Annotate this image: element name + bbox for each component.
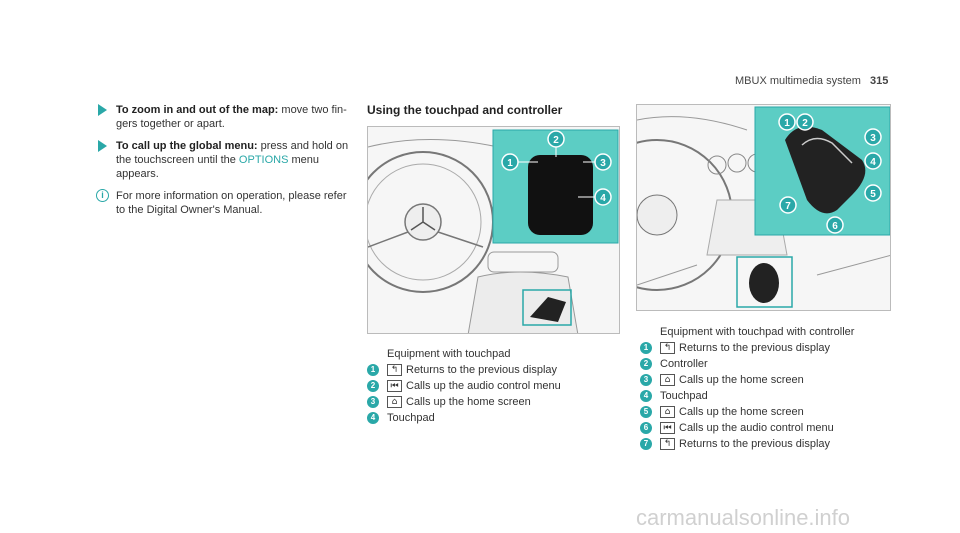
- legend-touchpad: Equipment with touchpad 1 ↰ Returns to the…: [367, 346, 561, 426]
- callout-2: 2: [553, 135, 559, 146]
- home-icon: ⌂: [660, 374, 675, 386]
- legend-item: 1 ↰ Returns to the previous display: [367, 362, 561, 378]
- legend-caption: Equipment with touchpad with controller: [660, 326, 855, 338]
- callout-7: 7: [785, 201, 791, 212]
- callout-2: 2: [802, 118, 808, 129]
- callout-6: 6: [832, 221, 838, 232]
- section-heading: Using the touchpad and controller: [367, 103, 563, 117]
- legend-number: 4: [640, 390, 652, 402]
- step-text: move two fin- gers together or apart.: [116, 104, 347, 130]
- step-title: To zoom in and out of the map:: [116, 104, 279, 116]
- arrow-icon: [98, 140, 107, 152]
- legend-text: Controller: [660, 358, 708, 370]
- callout-3: 3: [870, 133, 876, 144]
- legend-item: 3 ⌂ Calls up the home screen: [640, 372, 854, 388]
- legend-item: 6 ⏮ Calls up the audio control menu: [640, 420, 854, 436]
- back-arrow-icon: ↰: [660, 342, 675, 354]
- legend-text: Returns to the previous display: [679, 438, 831, 450]
- page-header: MBUX multimedia system 315: [735, 75, 888, 87]
- arrow-icon: [98, 104, 107, 116]
- legend-item: 5 ⌂ Calls up the home screen: [640, 404, 854, 420]
- skip-back-icon: ⏮: [387, 380, 402, 392]
- info-icon: i: [96, 189, 109, 202]
- callout-1: 1: [507, 158, 513, 169]
- step-text: press and hold on the touchscreen until …: [116, 140, 349, 166]
- options-menu-label: OPTIONS: [238, 154, 289, 166]
- callout-3: 3: [600, 158, 606, 169]
- legend-text: Calls up the home screen: [679, 374, 804, 386]
- legend-number: 1: [367, 364, 379, 376]
- legend-number: 6: [640, 422, 652, 434]
- legend-text: Calls up the audio control menu: [406, 380, 561, 392]
- legend-number: 5: [640, 406, 652, 418]
- legend-number: 2: [367, 380, 379, 392]
- figure-touchpad-controller: 1 2 3 4 5 6 7: [636, 104, 891, 311]
- page-number: 315: [869, 75, 889, 87]
- instructions-column: To zoom in and out of the map: move two …: [96, 103, 356, 217]
- info-text: For more information on operation, pleas…: [116, 190, 347, 216]
- step-text: menu appears.: [116, 154, 320, 180]
- legend-text: Returns to the previous display: [679, 342, 831, 354]
- step-zoom: To zoom in and out of the map: move two …: [96, 103, 356, 131]
- legend-item: 3 ⌂ Calls up the home screen: [367, 394, 561, 410]
- callout-5: 5: [870, 189, 876, 200]
- controller-shape: [785, 126, 866, 214]
- home-icon: ⌂: [387, 396, 402, 408]
- legend-touchpad-controller: Equipment with touchpad with controller …: [640, 324, 854, 452]
- figure-touchpad: 2 1 3 4: [367, 126, 620, 334]
- touchpad-shape: [528, 155, 593, 235]
- header-title: MBUX multimedia system: [735, 75, 861, 87]
- legend-text: Calls up the home screen: [679, 406, 804, 418]
- touchpad-illustration: 2 1 3 4: [368, 127, 619, 333]
- legend-text: Returns to the previous display: [406, 364, 558, 376]
- legend-number: 1: [640, 342, 652, 354]
- info-note: i For more information on operation, ple…: [96, 189, 356, 217]
- watermark: carmanualsonline.info: [636, 505, 851, 530]
- legend-number: 3: [367, 396, 379, 408]
- legend-text: Touchpad: [660, 390, 708, 402]
- callout-4: 4: [600, 193, 606, 204]
- step-global-menu: To call up the global menu: press and ho…: [96, 139, 356, 181]
- legend-item: 4 Touchpad: [640, 388, 854, 404]
- legend-number: 3: [640, 374, 652, 386]
- legend-item: 7 ↰ Returns to the previous display: [640, 436, 854, 452]
- skip-back-icon: ⏮: [660, 422, 675, 434]
- legend-text: Touchpad: [387, 412, 435, 424]
- legend-item: 2 ⏮ Calls up the audio control menu: [367, 378, 561, 394]
- legend-number: 2: [640, 358, 652, 370]
- controller-illustration: 1 2 3 4 5 6 7: [637, 105, 890, 310]
- legend-item: 1 ↰ Returns to the previous display: [640, 340, 854, 356]
- legend-caption: Equipment with touchpad: [387, 348, 511, 360]
- legend-item: 2 Controller: [640, 356, 854, 372]
- callout-1: 1: [784, 118, 790, 129]
- back-arrow-icon: ↰: [660, 438, 675, 450]
- legend-text: Calls up the audio control menu: [679, 422, 834, 434]
- legend-text: Calls up the home screen: [406, 396, 531, 408]
- home-icon: ⌂: [660, 406, 675, 418]
- back-arrow-icon: ↰: [387, 364, 402, 376]
- callout-4: 4: [870, 157, 876, 168]
- legend-item: 4 Touchpad: [367, 410, 561, 426]
- legend-number: 7: [640, 438, 652, 450]
- legend-number: 4: [367, 412, 379, 424]
- step-title: To call up the global menu:: [116, 140, 258, 152]
